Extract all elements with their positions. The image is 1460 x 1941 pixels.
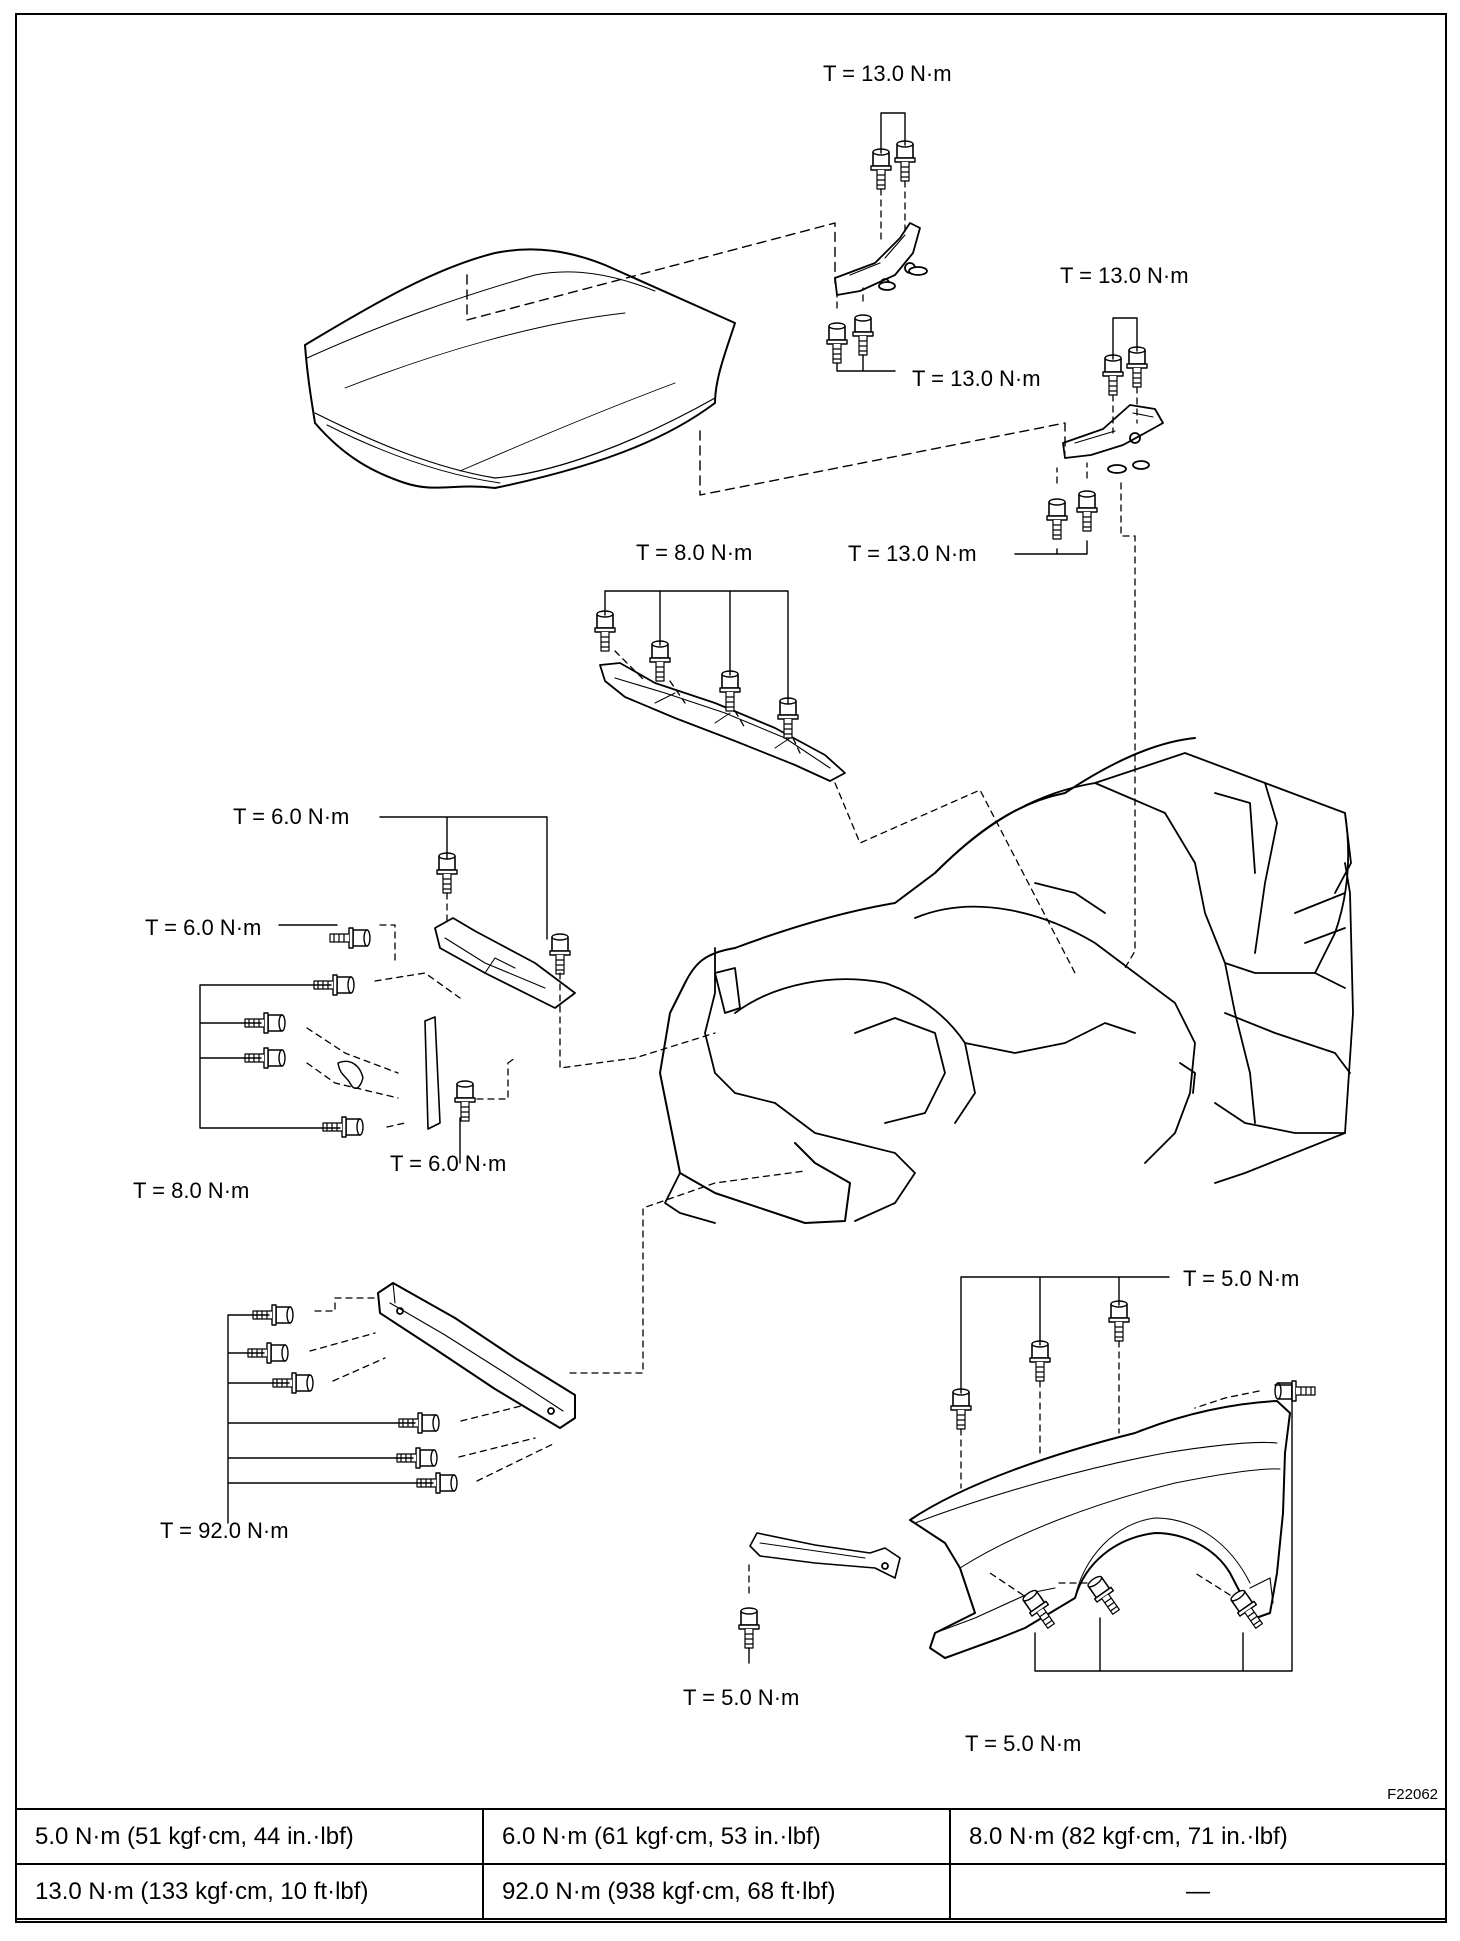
table-cell: 92.0 N·m (938 kgf·cm, 68 ft·lbf) <box>482 1863 951 1920</box>
bolt-icon <box>852 314 874 356</box>
bolt-icon <box>322 1116 364 1138</box>
bolt-icon <box>454 1080 476 1122</box>
hood-hinge-left <box>834 222 928 296</box>
bolt-icon <box>549 933 571 975</box>
table-cell: 8.0 N·m (82 kgf·cm, 71 in.·lbf) <box>949 1808 1447 1865</box>
table-row: 13.0 N·m (133 kgf·cm, 10 ft·lbf) 92.0 N·… <box>15 1863 1447 1920</box>
hood-hinge-right <box>1062 404 1164 474</box>
table-cell: — <box>949 1863 1447 1920</box>
bolt-icon <box>950 1388 972 1430</box>
bolt-icon <box>870 148 892 190</box>
torque-spec-table: 5.0 N·m (51 kgf·cm, 44 in.·lbf) 6.0 N·m … <box>15 1808 1447 1920</box>
torque-label-hinge-right-bottom: T = 13.0 N·m <box>848 541 977 566</box>
bolt-icon <box>1084 1572 1126 1619</box>
figure-id: F22062 <box>1387 1786 1438 1803</box>
hood-leader-lines <box>466 222 1066 496</box>
hood-panel <box>304 248 736 489</box>
bolt-icon <box>1046 498 1068 540</box>
table-cell: 5.0 N·m (51 kgf·cm, 44 in.·lbf) <box>15 1808 484 1865</box>
torque-label-hinge-left-top: T = 13.0 N·m <box>823 61 952 86</box>
torque-label-support-bottom: T = 6.0 N·m <box>390 1151 507 1176</box>
table-row: 5.0 N·m (51 kgf·cm, 44 in.·lbf) 6.0 N·m … <box>15 1808 1447 1865</box>
bolt-icon <box>329 927 371 949</box>
torque-label-support-top: T = 6.0 N·m <box>233 804 350 829</box>
bolt-icon <box>1102 354 1124 396</box>
bolt-icon <box>436 852 458 894</box>
torque-label-cowl-louver: T = 8.0 N·m <box>636 540 753 565</box>
bolt-icon <box>719 670 741 712</box>
table-cell: 13.0 N·m (133 kgf·cm, 10 ft·lbf) <box>15 1863 484 1920</box>
torque-label-fender-bracket: T = 5.0 N·m <box>683 1685 800 1710</box>
bolt-icon <box>1029 1340 1051 1382</box>
bolt-icon <box>1227 1586 1269 1633</box>
bolt-icon <box>894 140 916 182</box>
bolt-icon <box>1076 490 1098 532</box>
torque-label-fender-top: T = 5.0 N·m <box>1183 1266 1300 1291</box>
torque-label-fender-bottom: T = 5.0 N·m <box>965 1731 1082 1756</box>
bumper-reinforcement <box>377 1282 576 1429</box>
bolt-icon <box>649 640 671 682</box>
bolt-icon <box>738 1607 760 1649</box>
table-cell: 6.0 N·m (61 kgf·cm, 53 in.·lbf) <box>482 1808 951 1865</box>
torque-label-hinge-left-bottom: T = 13.0 N·m <box>912 366 1041 391</box>
torque-label-support-left: T = 8.0 N·m <box>133 1178 250 1203</box>
cowl-louver <box>599 662 846 782</box>
torque-label-hinge-right-top: T = 13.0 N·m <box>1060 263 1189 288</box>
bolt-icon <box>1108 1300 1130 1342</box>
bolt-icon <box>594 610 616 652</box>
radiator-support-upper <box>337 917 576 1130</box>
fender-bracket <box>749 1532 901 1579</box>
torque-label-support-side: T = 6.0 N·m <box>145 915 262 940</box>
bolt-icon <box>826 322 848 364</box>
exploded-parts-diagram <box>199 112 1354 1672</box>
bolt-icon <box>1126 346 1148 388</box>
torque-label-bumper-reinforcement: T = 92.0 N·m <box>160 1518 289 1543</box>
bolt-icon <box>1019 1586 1061 1633</box>
bolt-icon <box>1274 1380 1316 1402</box>
vehicle-body-shell <box>659 737 1354 1224</box>
diagram-frame <box>15 13 1447 1923</box>
